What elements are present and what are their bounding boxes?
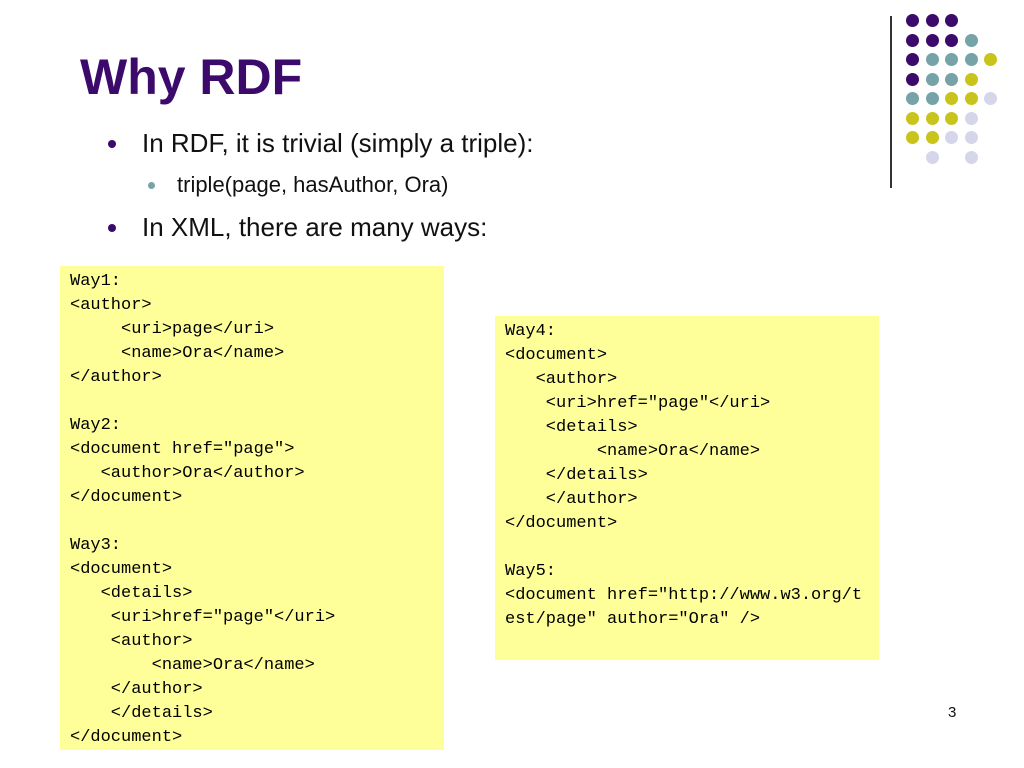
code-box-ways-4-5: Way4: <document> <author> <uri>href="pag… — [495, 316, 879, 660]
code-line: <uri>href="page"</uri> — [70, 608, 336, 627]
decor-dot-icon — [984, 92, 997, 105]
decor-dot-icon — [906, 131, 919, 144]
decor-dot-icon — [945, 111, 958, 125]
decor-dot-icon — [925, 72, 939, 86]
decor-dot-icon — [925, 92, 939, 105]
code-line: <name>Ora</name> — [70, 344, 285, 363]
decor-dot-icon — [906, 111, 919, 125]
code-line: </document> — [70, 488, 183, 507]
code-line: <details> — [505, 418, 638, 437]
decor-dot-icon — [906, 92, 919, 105]
code-line: </document> — [70, 728, 183, 747]
code-line: </document> — [505, 514, 618, 533]
code-line: </author> — [505, 490, 638, 509]
code-line: Way4: — [505, 322, 557, 341]
decor-dot-icon — [964, 92, 978, 105]
bullet-item: In RDF, it is trivial (simply a triple): — [108, 128, 534, 159]
bullet-dot-icon — [108, 223, 116, 232]
decor-dot-icon — [945, 72, 958, 86]
decor-dot-icon — [925, 131, 939, 144]
code-box-ways-1-3: Way1: <author> <uri>page</uri> <name>Ora… — [60, 266, 444, 750]
code-line: Way2: — [70, 416, 122, 435]
page-number: 3 — [948, 704, 957, 721]
bullet-dot-icon — [108, 139, 116, 148]
decor-dot-icon — [925, 150, 939, 164]
decor-dot-icon — [906, 33, 919, 47]
code-line: <uri>href="page"</uri> — [505, 394, 771, 413]
code-line — [70, 510, 434, 534]
slide-title: Why RDF — [80, 49, 303, 105]
decor-dot-icon — [964, 131, 978, 144]
bullet-text: In XML, there are many ways: — [142, 212, 488, 242]
code-line: <name>Ora</name> — [505, 442, 761, 461]
decor-dot-icon — [925, 33, 939, 47]
decor-dot-icon — [906, 72, 919, 86]
decor-dot-icon — [925, 53, 939, 66]
code-line: <uri>page</uri> — [70, 320, 275, 339]
code-line: <details> — [70, 584, 193, 603]
bullet-list: In RDF, it is trivial (simply a triple):… — [0, 0, 1024, 260]
code-line: <author>Ora</author> — [70, 464, 305, 483]
code-line: <document> — [70, 560, 173, 579]
code-line: <author> — [505, 370, 618, 389]
decor-dot-icon — [964, 111, 978, 125]
decor-dot-icon — [945, 53, 958, 66]
code-line: <author> — [70, 632, 193, 651]
code-line: Way1: — [70, 272, 122, 291]
code-line: <document> — [505, 346, 608, 365]
code-line — [505, 536, 869, 560]
code-line: </details> — [505, 466, 648, 485]
decor-dot-icon — [964, 33, 978, 47]
code-line: Way3: — [70, 536, 122, 555]
sub-bullet-item: triple(page, hasAuthor, Ora) — [148, 172, 448, 198]
decor-dot-icon — [945, 33, 958, 47]
code-line: <author> — [70, 296, 152, 315]
code-line — [70, 390, 434, 414]
code-line: <name>Ora</name> — [70, 656, 315, 675]
decor-dot-icon — [925, 14, 939, 27]
code-line: <document href="page"> — [70, 440, 295, 459]
decor-dot-icon — [964, 150, 978, 164]
bullet-item: In XML, there are many ways: — [108, 212, 487, 243]
decorative-dot-grid — [906, 14, 1006, 164]
decor-dot-icon — [906, 53, 919, 66]
sub-bullet-text: triple(page, hasAuthor, Ora) — [177, 172, 449, 197]
code-line: Way5: — [505, 562, 557, 581]
decor-dot-icon — [964, 53, 978, 66]
code-line-wrapped: <document href="http://www.w3.org/test/p… — [505, 586, 863, 629]
divider-line — [890, 16, 892, 188]
decor-dot-icon — [945, 14, 958, 27]
decor-dot-icon — [925, 111, 939, 125]
bullet-text: In RDF, it is trivial (simply a triple): — [142, 128, 534, 158]
decor-dot-icon — [984, 53, 997, 66]
decor-dot-icon — [964, 72, 978, 86]
decor-dot-icon — [945, 131, 958, 144]
sub-bullet-dot-icon — [148, 181, 155, 189]
code-line: </author> — [70, 368, 162, 387]
decor-dot-icon — [945, 92, 958, 105]
code-line: </details> — [70, 704, 213, 723]
code-line: </author> — [70, 680, 203, 699]
decor-dot-icon — [906, 14, 919, 27]
